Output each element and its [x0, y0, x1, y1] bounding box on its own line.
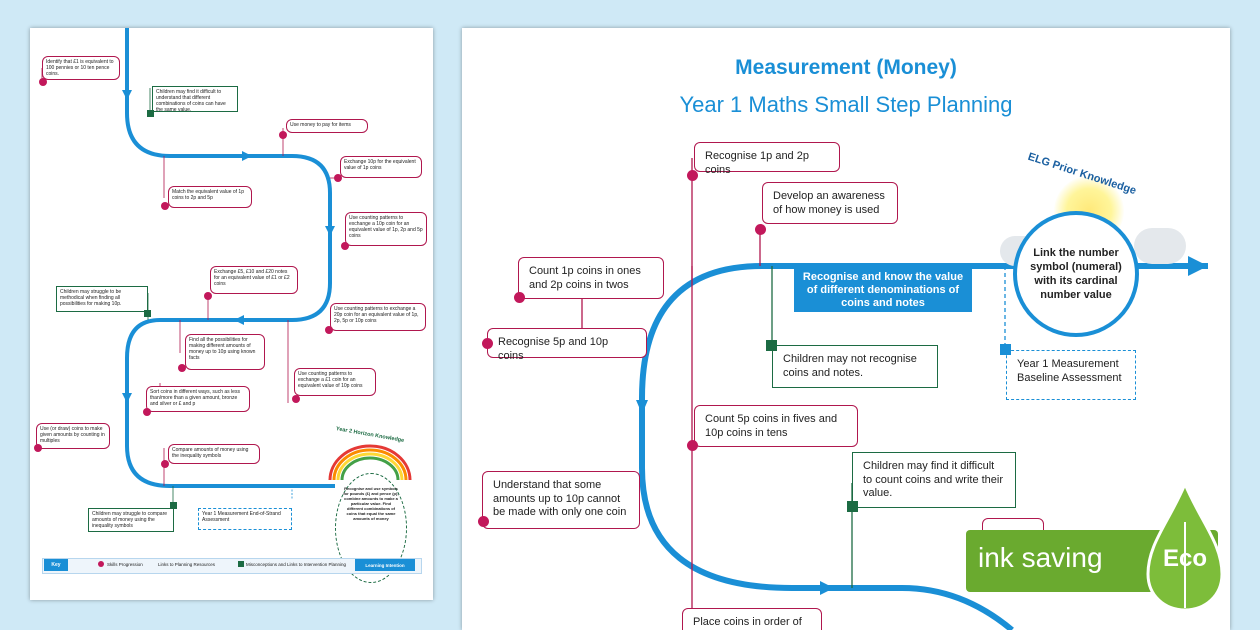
horizon-knowledge-text: Recognise and use symbols for pounds (£)…: [343, 486, 399, 521]
left-planning-sheet: Identify that £1 is equivalent to 100 pe…: [30, 28, 433, 600]
skills-dot: [39, 78, 47, 86]
misconception-square: [766, 340, 777, 351]
skills-dot: [161, 460, 169, 468]
skills-dot: [204, 292, 212, 300]
skills-dot: [279, 131, 287, 139]
skills-dot: [143, 408, 151, 416]
eco-label: Eco: [1162, 545, 1207, 572]
skills-dot: [687, 440, 698, 451]
skills-dot: [34, 444, 42, 452]
skill-box: Use (or draw) coins to make given amount…: [36, 423, 110, 449]
cloud-icon: [1134, 228, 1186, 264]
skills-dot: [478, 516, 489, 527]
horizon-knowledge-oval: [335, 473, 407, 583]
key-skills-label: Skills Progression: [107, 562, 143, 567]
key-skills-dot: [98, 561, 104, 567]
misconception-box-count-coins: Children may find it difficult to count …: [852, 452, 1016, 508]
skill-box-recognise-1p-2p: Recognise 1p and 2p coins: [694, 142, 840, 176]
skill-box: Exchange £5, £10 and £20 notes for an eq…: [210, 266, 298, 294]
right-learning-path: [581, 158, 1208, 630]
misconception-square: [144, 310, 151, 317]
key-title: Key: [44, 559, 68, 571]
skill-box-recognise-5p-10p: Recognise 5p and 10p coins: [487, 328, 647, 362]
skills-dot: [755, 224, 766, 235]
skill-box: Compare amounts of money using the inequ…: [168, 444, 260, 464]
misconception-square: [147, 110, 154, 117]
end-of-strand-assessment: Year 1 Measurement End-of-Strand Assessm…: [198, 508, 292, 530]
skills-dot: [334, 174, 342, 182]
skills-dot: [687, 170, 698, 181]
skill-box: Find all the possibilities for making di…: [185, 334, 265, 370]
skill-box: Sort coins in different ways, such as le…: [146, 386, 250, 412]
skills-dot: [161, 202, 169, 210]
assessment-square: [1000, 344, 1011, 355]
key-learning-intention: Learning Intention: [355, 559, 415, 571]
misconception-box: Children may struggle to be methodical w…: [56, 286, 148, 312]
skill-box: Identify that £1 is equivalent to 100 pe…: [42, 56, 120, 80]
skills-dot: [514, 292, 525, 303]
skill-box: Match the equivalent value of 1p coins t…: [168, 186, 252, 208]
right-planning-sheet: Measurement (Money) Year 1 Maths Small S…: [462, 28, 1230, 630]
skill-box: Use counting patterns to exchange a 20p …: [330, 303, 426, 331]
skills-dot: [292, 395, 300, 403]
page-subtitle: Year 1 Maths Small Step Planning: [679, 92, 1013, 117]
skills-dot: [178, 364, 186, 372]
page-title: Measurement (Money): [735, 56, 957, 79]
skill-box-awareness: Develop an awareness of how money is use…: [762, 182, 898, 224]
skill-box: Use counting patterns to exchange a 10p …: [345, 212, 427, 246]
skill-box: Use money to pay for items: [286, 119, 368, 133]
skill-box-count-1p-2p: Count 1p coins in ones and 2p coins in t…: [518, 257, 664, 299]
skill-box-cannot-make: Understand that some amounts up to 10p c…: [482, 471, 640, 529]
elg-prior-knowledge-text: Link the number symbol (numeral) with it…: [1030, 247, 1122, 301]
skills-dot: [325, 326, 333, 334]
skills-dot: [341, 242, 349, 250]
ink-saving-text: ink saving: [978, 542, 1103, 573]
misconception-box: Children may struggle to compare amounts…: [88, 508, 174, 532]
key-misconception-square: [238, 561, 244, 567]
skill-box: Use counting patterns to exchange a £1 c…: [294, 368, 376, 396]
misconception-square: [170, 502, 177, 509]
key-misconceptions-label: Misconceptions and Links to Intervention…: [246, 562, 347, 567]
eco-leaf-icon: [1146, 482, 1224, 612]
misconception-square: [847, 501, 858, 512]
skill-box-place-coins: Place coins in order of: [682, 608, 822, 630]
elg-prior-knowledge-circle: Link the number symbol (numeral) with it…: [1013, 211, 1139, 337]
key-bar: [42, 558, 422, 574]
left-learning-path: [37, 28, 412, 506]
baseline-assessment-box: Year 1 Measurement Baseline Assessment: [1006, 350, 1136, 400]
key-links-label: Links to Planning Resources: [158, 562, 216, 567]
learning-intention-banner: Recognise and know the value of differen…: [794, 268, 972, 312]
skill-box-count-5p-10p: Count 5p coins in fives and 10p coins in…: [694, 405, 858, 447]
misconception-box: Children may find it difficult to unders…: [152, 86, 238, 113]
skills-dot: [482, 338, 493, 349]
skill-box: Exchange 10p for the equivalent value of…: [340, 156, 422, 178]
misconception-box-recognise-coins: Children may not recognise coins and not…: [772, 345, 938, 388]
